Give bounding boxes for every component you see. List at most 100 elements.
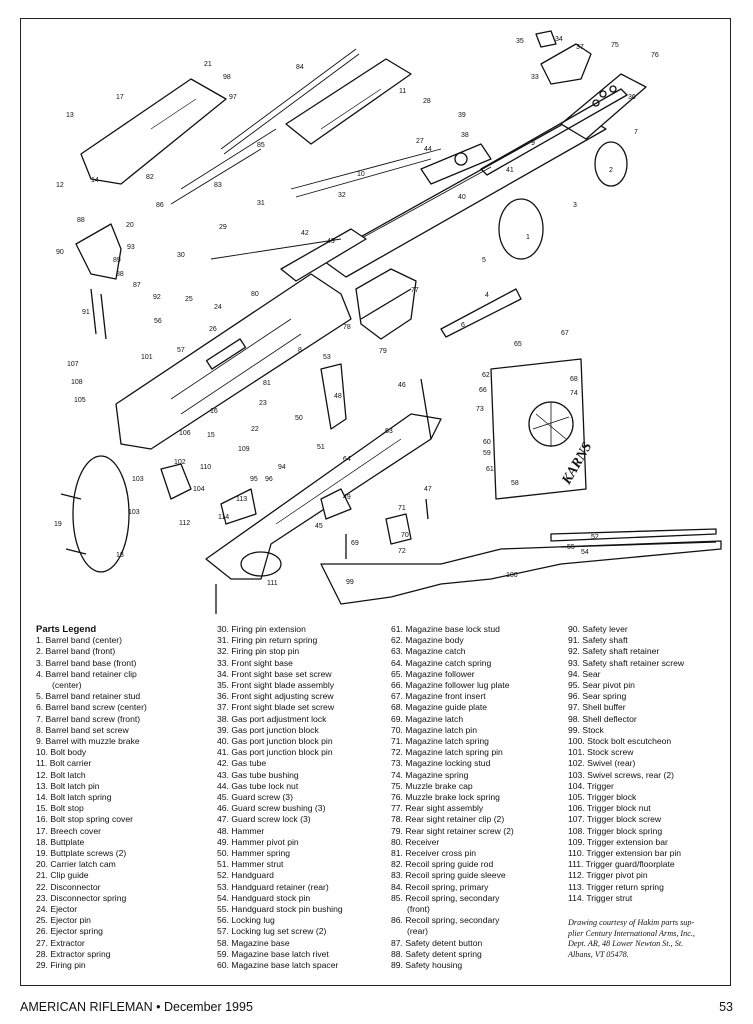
legend-item: 40. Gas port junction block pin <box>217 736 333 747</box>
credit-line: Albans, VT 05478. <box>568 949 629 959</box>
callout-26: 26 <box>209 326 217 333</box>
legend-item: 39. Gas port junction block <box>217 724 319 735</box>
callout-19: 19 <box>54 521 62 528</box>
callout-3: 3 <box>573 202 577 209</box>
legend-item: 52. Handguard <box>217 870 274 881</box>
legend-item: 42. Gas tube <box>217 758 267 769</box>
legend-item: 36. Front sight adjusting screw <box>217 691 334 702</box>
legend-item: 46. Guard screw bushing (3) <box>217 803 326 814</box>
legend-item: 92. Safety shaft retainer <box>568 646 660 657</box>
legend-item: 27. Extractor <box>36 937 85 948</box>
legend-item: 59. Magazine base latch rivet <box>217 948 329 959</box>
callout-53: 53 <box>323 354 331 361</box>
legend-item: 16. Bolt stop spring cover <box>36 814 133 825</box>
callout-34: 34 <box>555 36 563 43</box>
magazine-drawing <box>490 358 587 500</box>
legend-item: 41. Gas port junction block pin <box>217 747 333 758</box>
legend-item: 29. Firing pin <box>36 960 86 971</box>
legend-item: 69. Magazine latch <box>391 713 464 724</box>
legend-item: 103. Swivel screws, rear (2) <box>568 769 675 780</box>
callout-106: 106 <box>179 430 191 437</box>
trigger-guard-drawing <box>205 413 442 580</box>
callout-62: 62 <box>482 372 490 379</box>
callout-45: 45 <box>315 523 323 530</box>
legend-item: 4. Barrel band retainer clip <box>36 668 137 679</box>
callout-28: 28 <box>423 98 431 105</box>
callout-30: 30 <box>177 252 185 259</box>
legend-item: 21. Clip guide <box>36 870 89 881</box>
legend-item: 107. Trigger block screw <box>568 814 662 825</box>
callout-16: 16 <box>210 408 218 415</box>
legend-item: 2. Barrel band (front) <box>36 646 116 657</box>
callout-79: 79 <box>379 348 387 355</box>
callout-4: 4 <box>485 292 489 299</box>
legend-item: (front) <box>407 904 430 915</box>
callout-95: 95 <box>250 476 258 483</box>
legend-item: 68. Magazine guide plate <box>391 702 488 713</box>
callout-39: 39 <box>458 112 466 119</box>
legend-item: 114. Trigger strut <box>568 892 633 903</box>
barrel-drawing <box>280 73 647 282</box>
legend-item: 88. Safety detent spring <box>391 948 482 959</box>
legend-item: 58. Magazine base <box>217 937 290 948</box>
callout-89: 89 <box>113 257 121 264</box>
legend-item: 60. Magazine base latch spacer <box>217 960 339 971</box>
exploded-parts-diagram: 17 21 98 97 84 11 13 12 14 82 86 83 85 1… <box>54 30 722 614</box>
callout-78: 78 <box>343 324 351 331</box>
callout-13: 13 <box>66 112 74 119</box>
barrel-bands-drawing <box>440 141 628 338</box>
legend-column-1: Parts Legend 1. Barrel band (center) 2. … <box>36 624 147 971</box>
credit-line: Drawing courtesy of Hakim parts sup- <box>568 918 695 927</box>
legend-item: 7. Barrel band screw (front) <box>36 713 141 724</box>
legend-item: 99. Stock <box>568 724 604 735</box>
callout-98: 98 <box>223 74 231 81</box>
legend-item: 75. Muzzle brake cap <box>391 780 473 791</box>
callout-17: 17 <box>116 94 124 101</box>
callout-40: 40 <box>458 194 466 201</box>
callout-70: 70 <box>401 532 409 539</box>
legend-item: 76. Muzzle brake lock spring <box>391 792 500 803</box>
callout-27: 27 <box>416 138 424 145</box>
legend-item: 57. Locking lug set screw (2) <box>217 926 327 937</box>
callout-102: 102 <box>174 459 186 466</box>
callout-63: 63 <box>385 428 393 435</box>
legend-item: 113. Trigger return spring <box>568 881 664 892</box>
buttplate-drawing <box>60 455 130 573</box>
callout-111: 111 <box>267 580 278 587</box>
callout-100: 100 <box>506 572 518 579</box>
legend-item: 78. Rear sight retainer clip (2) <box>391 814 505 825</box>
legend-item: 87. Safety detent button <box>391 937 483 948</box>
callout-24: 24 <box>214 304 222 311</box>
legend-item: 64. Magazine catch spring <box>391 657 492 668</box>
legend-item: 86. Recoil spring, secondary <box>391 915 500 926</box>
legend-item: 38. Gas port adjustment lock <box>217 713 327 724</box>
callout-68: 68 <box>570 376 578 383</box>
legend-item: 31. Firing pin return spring <box>217 635 318 646</box>
legend-item: 61. Magazine base lock stud <box>391 624 500 634</box>
callout-25: 25 <box>185 296 193 303</box>
callout-75: 75 <box>611 42 619 49</box>
callout-88b: 88 <box>116 271 124 278</box>
callout-93: 93 <box>127 244 135 251</box>
legend-item: 32. Firing pin stop pin <box>217 646 300 657</box>
callout-22: 22 <box>251 426 259 433</box>
legend-item: 105. Trigger block <box>568 792 637 803</box>
callout-36: 36 <box>628 94 636 101</box>
legend-item: 6. Barrel band screw (center) <box>36 702 147 713</box>
legend-item: 28. Extractor spring <box>36 948 111 959</box>
callout-46: 46 <box>398 382 406 389</box>
receiver-drawing <box>115 273 352 450</box>
legend-item: 77. Rear sight assembly <box>391 803 484 814</box>
legend-item: 90. Safety lever <box>568 624 628 634</box>
callout-14: 14 <box>91 177 99 184</box>
legend-item: 13. Bolt latch pin <box>36 780 100 791</box>
callout-35: 35 <box>516 38 524 45</box>
legend-item: 5. Barrel band retainer stud <box>36 691 141 702</box>
legend-item: 96. Sear spring <box>568 691 627 702</box>
legend-item: 30. Firing pin extension <box>217 624 306 634</box>
callout-61: 61 <box>486 466 494 473</box>
legend-item: 15. Bolt stop <box>36 803 84 814</box>
legend-item: 8. Barrel band set screw <box>36 724 129 735</box>
legend-item: 65. Magazine follower <box>391 668 475 679</box>
callout-86: 86 <box>156 202 164 209</box>
